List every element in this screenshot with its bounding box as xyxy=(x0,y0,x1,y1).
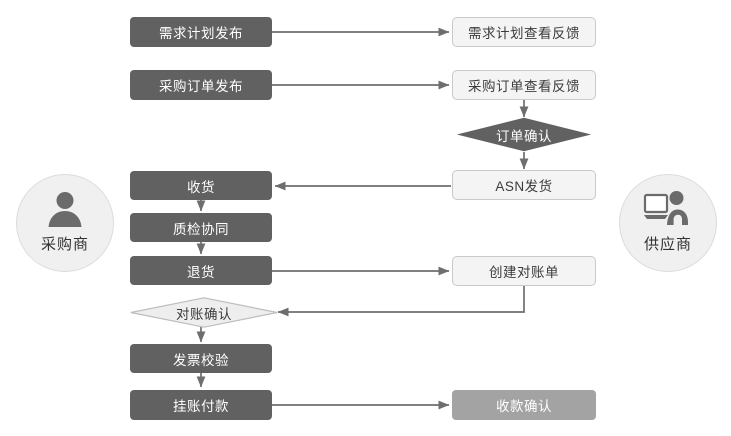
node-quality-collab-label: 质检协同 xyxy=(173,221,229,237)
node-create-statement[interactable]: 创建对账单 xyxy=(452,256,596,286)
node-po-feedback[interactable]: 采购订单查看反馈 xyxy=(452,70,596,100)
node-demand-plan-feedback-label: 需求计划查看反馈 xyxy=(468,26,580,41)
node-quality-collab[interactable]: 质检协同 xyxy=(130,213,272,242)
node-demand-plan-feedback[interactable]: 需求计划查看反馈 xyxy=(452,17,596,47)
node-statement-confirm-label: 对账确认 xyxy=(176,306,232,322)
person-icon xyxy=(38,187,92,231)
node-order-confirm-label: 订单确认 xyxy=(496,128,552,144)
node-receipt-confirm[interactable]: 收款确认 xyxy=(452,390,596,420)
edge-statement-to-confirm xyxy=(277,286,525,317)
node-receipt-confirm-label: 收款确认 xyxy=(496,399,552,414)
node-po-publish[interactable]: 采购订单发布 xyxy=(130,70,272,100)
node-asn-shipment[interactable]: ASN发货 xyxy=(452,170,596,200)
node-demand-plan-publish-label: 需求计划发布 xyxy=(159,26,243,41)
node-create-statement-label: 创建对账单 xyxy=(489,265,559,280)
actor-buyer-label: 采购商 xyxy=(40,236,89,253)
node-return-goods[interactable]: 退货 xyxy=(130,256,272,285)
node-statement-confirm[interactable]: 对账确认 xyxy=(130,297,278,328)
actor-supplier-label: 供应商 xyxy=(643,236,692,253)
node-return-goods-label: 退货 xyxy=(187,264,215,280)
node-receive-goods[interactable]: 收货 xyxy=(130,171,272,200)
node-order-confirm[interactable]: 订单确认 xyxy=(456,117,592,152)
person-at-computer-icon xyxy=(641,187,695,231)
node-po-feedback-label: 采购订单查看反馈 xyxy=(468,79,580,94)
node-po-publish-label: 采购订单发布 xyxy=(159,79,243,94)
actor-buyer[interactable]: 采购商 xyxy=(16,174,114,272)
node-demand-plan-publish[interactable]: 需求计划发布 xyxy=(130,17,272,47)
node-payment-on-account-label: 挂账付款 xyxy=(173,399,229,414)
node-receive-goods-label: 收货 xyxy=(187,179,215,195)
actor-supplier[interactable]: 供应商 xyxy=(619,174,717,272)
node-invoice-verify-label: 发票校验 xyxy=(173,352,229,368)
node-payment-on-account[interactable]: 挂账付款 xyxy=(130,390,272,420)
node-invoice-verify[interactable]: 发票校验 xyxy=(130,344,272,373)
node-asn-shipment-label: ASN发货 xyxy=(495,179,553,194)
